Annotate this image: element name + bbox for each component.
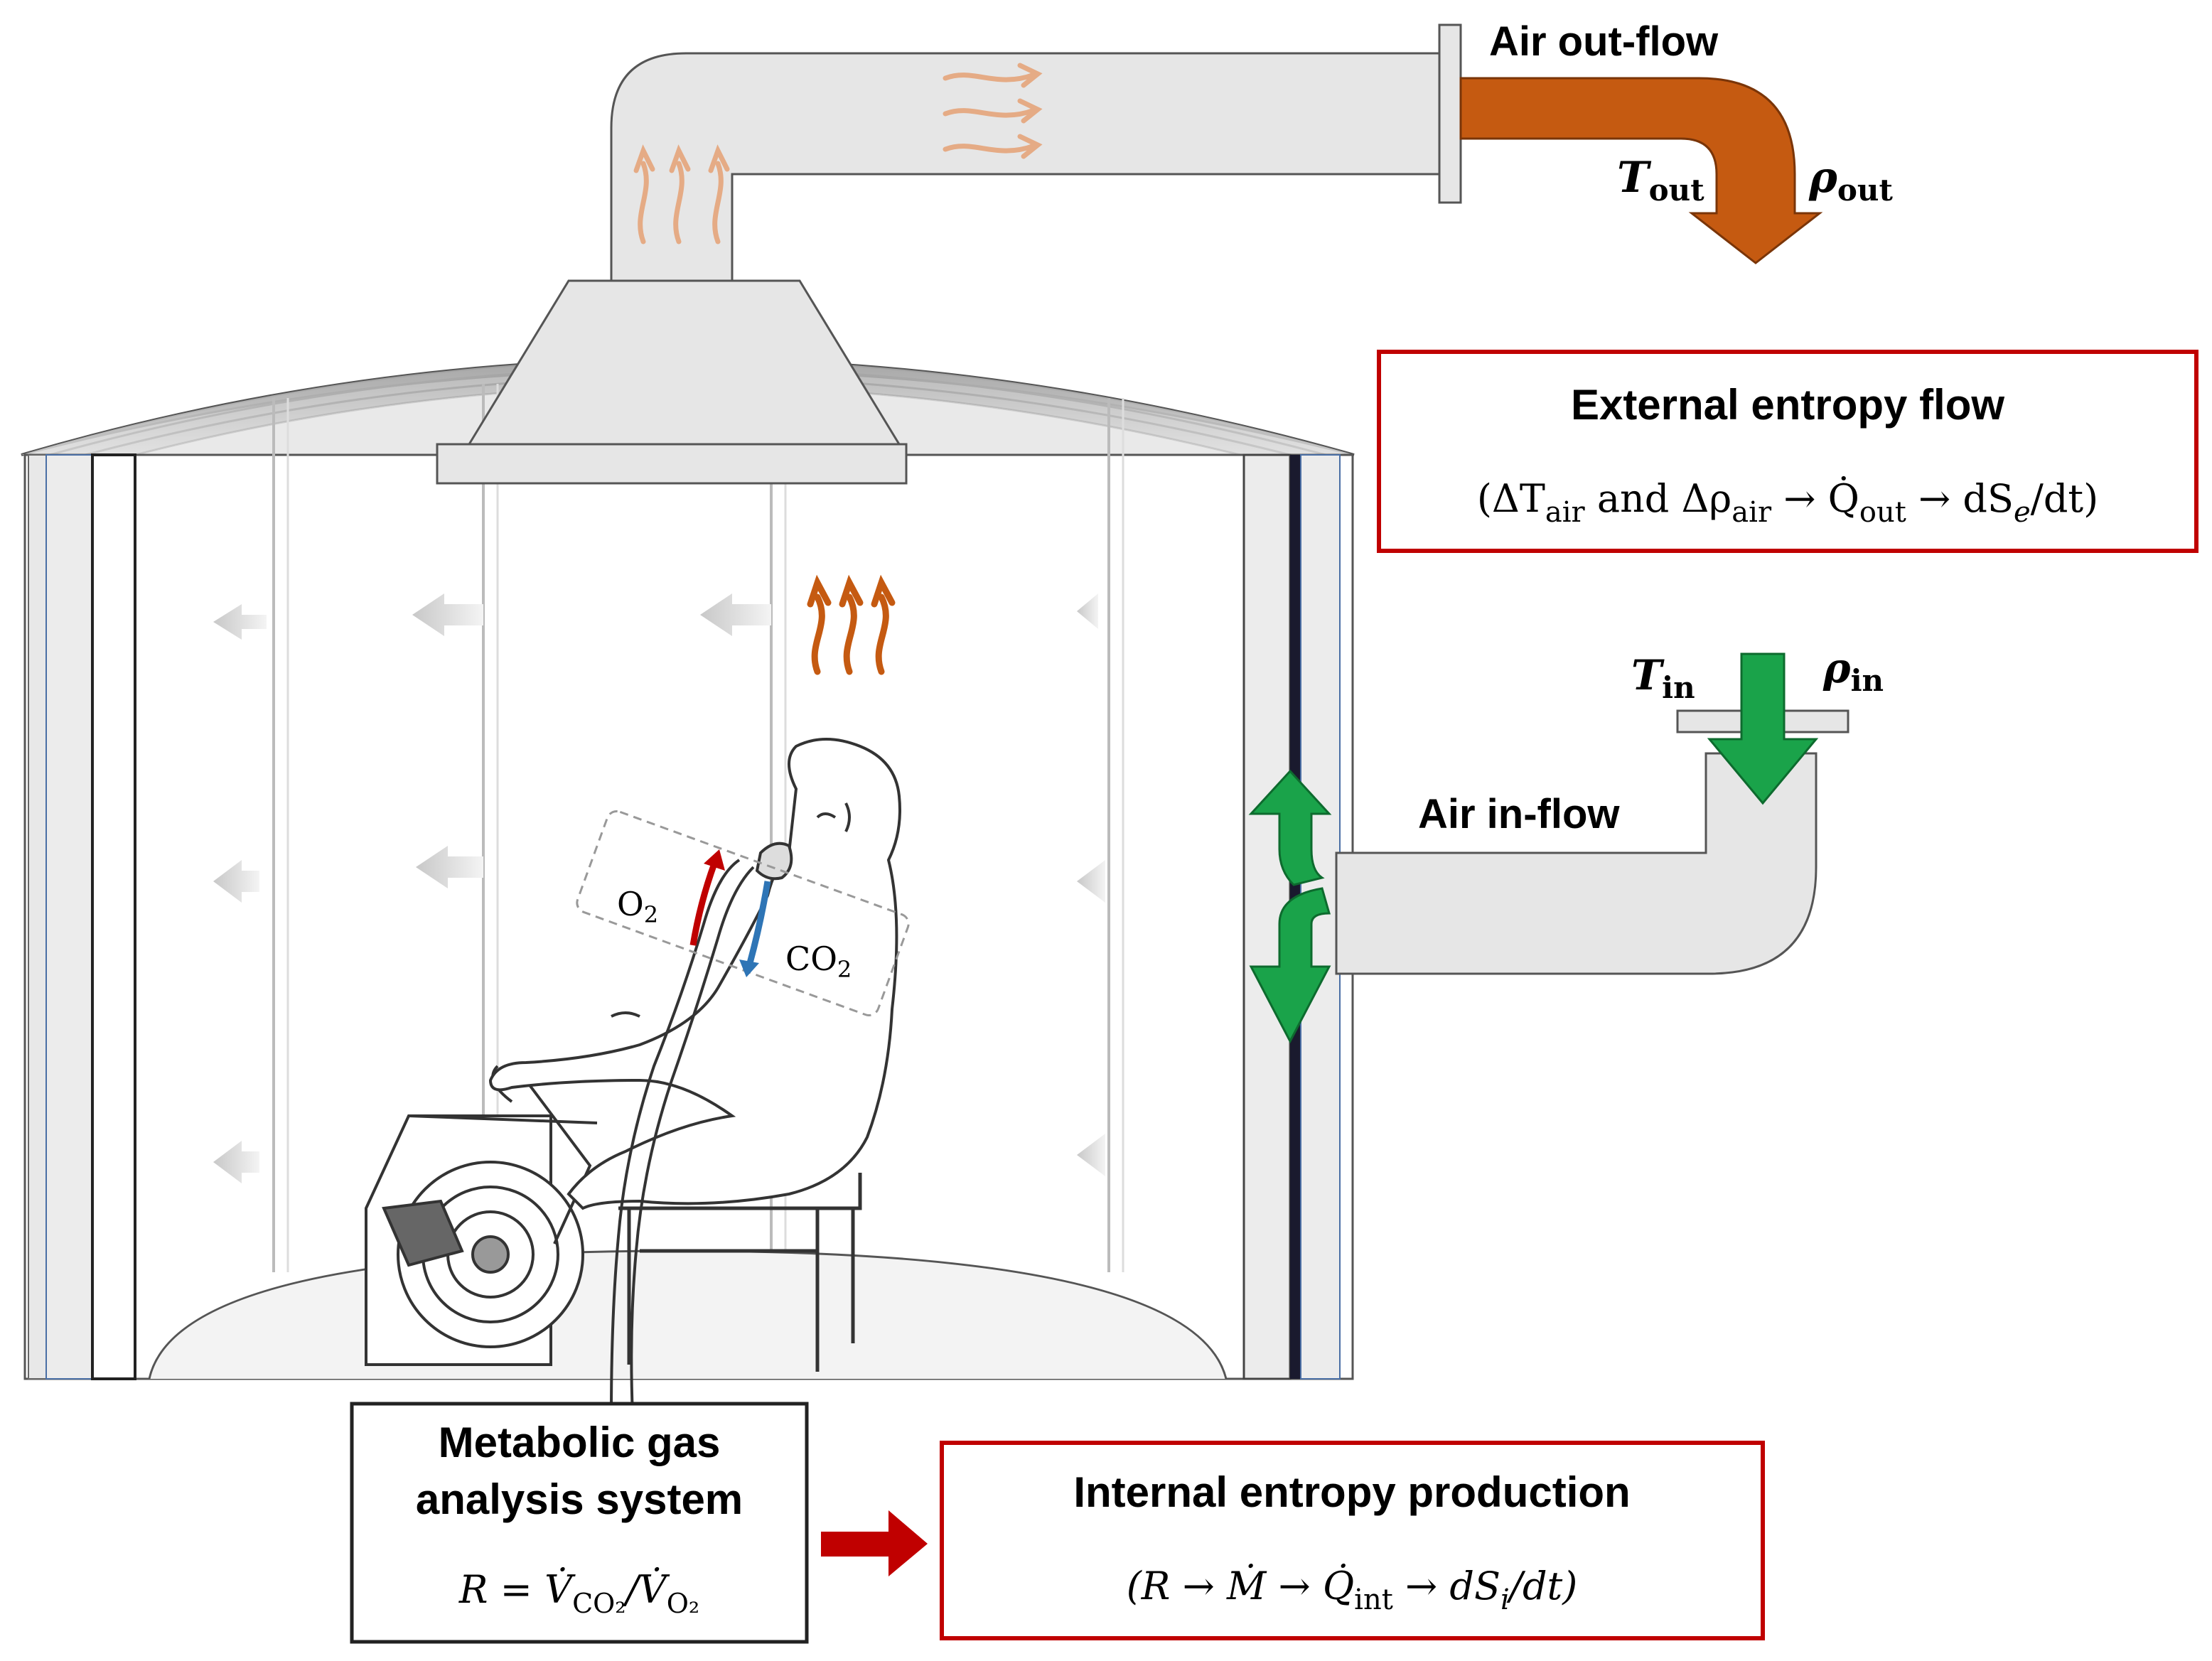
gas-analysis-title-2: analysis system: [416, 1475, 743, 1523]
ext-f-close: /dt): [2031, 476, 2099, 521]
o2-sub: 2: [644, 901, 658, 928]
o2-label: O2: [617, 885, 658, 928]
co2-sub: 2: [837, 956, 852, 983]
co2-main: CO: [785, 940, 837, 978]
wall-vent-arrows: [1248, 769, 1332, 1044]
ext-f-out: out: [1859, 496, 1906, 529]
t-out-label: Tout: [1617, 153, 1704, 208]
air-out-flow-arrow: [1459, 77, 1823, 264]
t-in-label: Tin: [1631, 651, 1695, 705]
air-in-flow-label: Air in-flow: [1418, 791, 1620, 837]
gas-to-internal-arrow: [821, 1510, 928, 1576]
rho-in-label: ρin: [1822, 644, 1884, 698]
rho-out-sub: out: [1837, 173, 1894, 208]
heat-arrows-duct: [633, 63, 1043, 244]
rho-out-label: ρout: [1808, 153, 1893, 208]
int-f-i: i: [1500, 1584, 1510, 1616]
gas-exchange-dashed-box: [576, 810, 910, 1016]
gas-f-r: R = V̇: [458, 1566, 576, 1612]
ext-f-e: e: [2014, 496, 2031, 529]
internal-entropy-box: Internal entropy production (R → Ṁ → Q̇i…: [940, 1441, 1765, 1640]
gas-analysis-formula: R = V̇CO₂/V̇O₂: [458, 1566, 699, 1619]
internal-entropy-formula: (R → Ṁ → Q̇int → dSi/dt): [1127, 1563, 1578, 1616]
rho-out-main: ρ: [1808, 153, 1838, 203]
o2-arrow: [689, 862, 718, 946]
t-out-main: T: [1617, 153, 1652, 203]
ext-f-air2: air: [1732, 496, 1772, 529]
gas-f-co2: CO₂: [572, 1588, 626, 1619]
gas-analysis-title-1: Metabolic gas: [439, 1419, 721, 1466]
rho-in-sub: in: [1851, 663, 1884, 698]
o2-main: O: [617, 885, 644, 923]
air-out-flow-label: Air out-flow: [1489, 18, 1719, 65]
external-entropy-title: External entropy flow: [1571, 381, 2004, 429]
int-f-int: int: [1354, 1584, 1393, 1616]
co2-arrowhead: [739, 959, 759, 977]
heat-arrows-inside: [807, 574, 896, 675]
internal-air-arrows: [213, 593, 1105, 1183]
external-entropy-formula: (ΔTair and Δρair → Q̇out → dSe/dt): [1477, 475, 2098, 529]
co2-label: CO2: [785, 940, 852, 983]
ext-f-open: (ΔT: [1477, 476, 1545, 521]
int-f-close: /dt): [1506, 1564, 1578, 1608]
rho-in-main: ρ: [1822, 644, 1851, 692]
ext-f-and: and Δρ: [1585, 476, 1732, 521]
gas-f-slash: /V̇: [623, 1566, 670, 1612]
cycle-ergometer: [365, 1065, 598, 1366]
gas-f-o2: O₂: [667, 1588, 699, 1619]
chamber-walls: [23, 384, 1354, 1380]
int-f-open: (R → Ṁ → Q̇: [1127, 1563, 1354, 1608]
ext-f-arrow1: → Q̇: [1771, 475, 1859, 521]
o2-arrowhead: [704, 849, 725, 871]
external-entropy-box: External entropy flow (ΔTair and Δρair →…: [1377, 350, 2198, 553]
breathing-hose: [610, 842, 793, 1415]
gas-analysis-box: Metabolic gas analysis system R = V̇CO₂/…: [350, 1402, 809, 1644]
ext-f-air1: air: [1545, 496, 1586, 529]
chair: [618, 1173, 862, 1372]
co2-arrow: [746, 881, 771, 964]
ext-f-arrow2: → dS: [1906, 476, 2014, 521]
human-subject: [488, 738, 901, 1210]
air-in-flow-arrow: [1707, 652, 1819, 805]
internal-entropy-title: Internal entropy production: [1073, 1468, 1630, 1516]
t-out-sub: out: [1649, 173, 1705, 208]
t-in-main: T: [1631, 651, 1665, 699]
int-f-arrow: → dS: [1393, 1564, 1500, 1608]
t-in-sub: in: [1662, 670, 1695, 705]
